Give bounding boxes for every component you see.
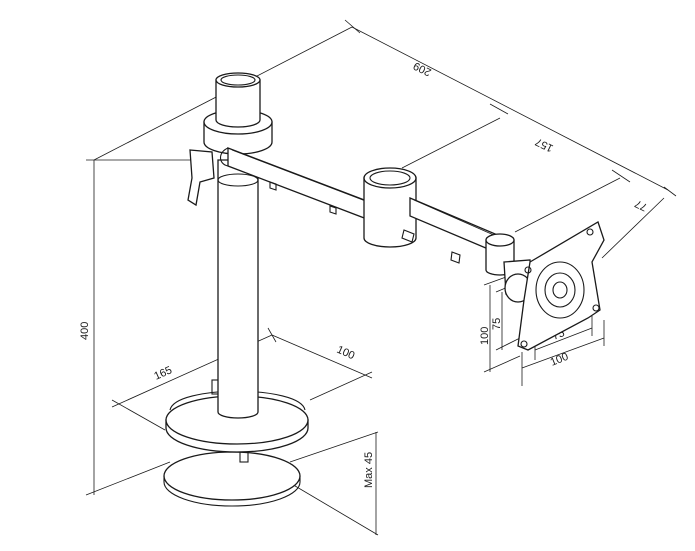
desk-base [165, 379, 309, 453]
dimension-400: 400 [79, 322, 91, 340]
dimension-77: 77 [633, 197, 649, 213]
dimension-max-45: Max 45 [363, 452, 375, 488]
dimension-75-vertical: 75 [491, 318, 503, 330]
vertical-pole [217, 159, 259, 419]
clamp-dimension-lines [284, 431, 379, 536]
dimension-100-horizontal: 100 [549, 351, 571, 369]
dimension-100-base: 100 [335, 344, 357, 362]
cable-clip [187, 149, 215, 207]
dimension-100-vertical: 100 [479, 327, 491, 345]
clamp-plate [163, 435, 301, 507]
middle-joint [363, 167, 417, 248]
pole-collar [203, 72, 273, 155]
dimension-209: 209 [412, 59, 434, 78]
height-dimension-line [85, 159, 200, 496]
vesa-plate [517, 221, 605, 351]
dimension-165: 165 [152, 364, 174, 382]
dimension-157: 157 [534, 135, 556, 154]
